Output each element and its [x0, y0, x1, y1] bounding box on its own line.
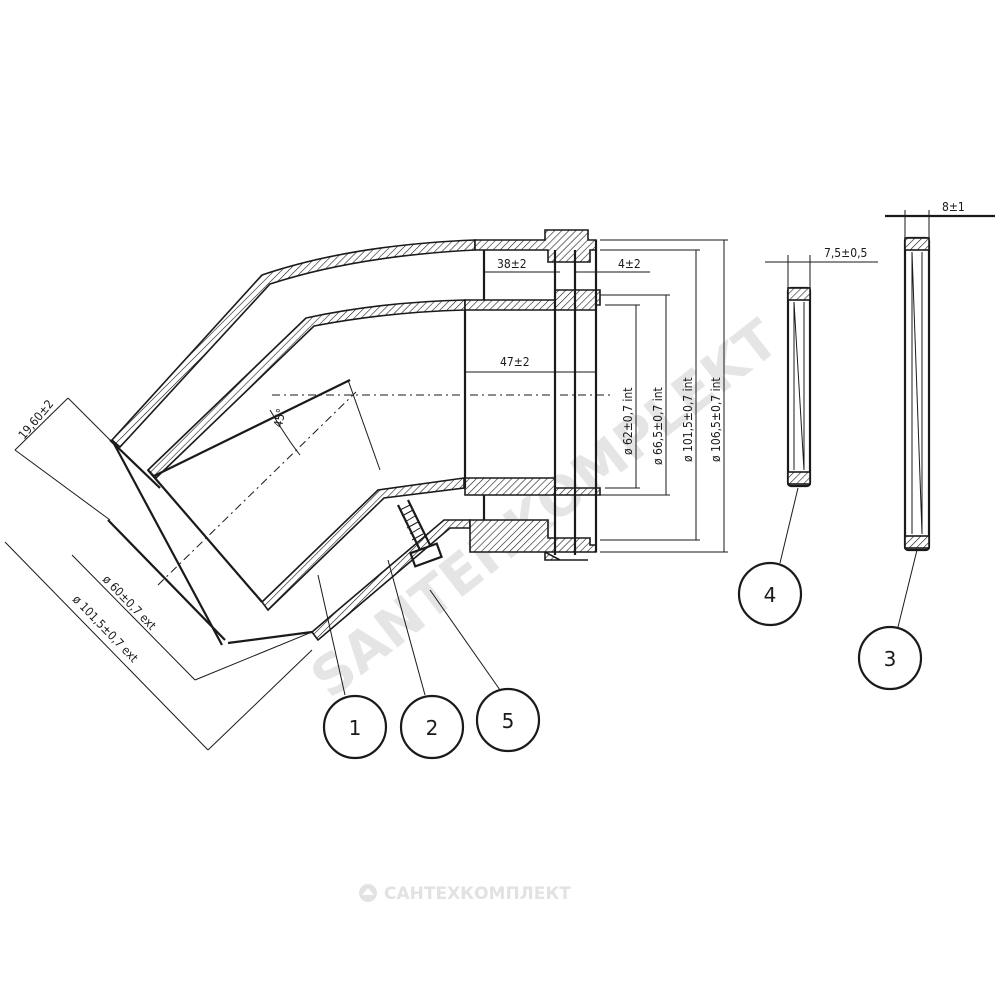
callout-3: 3 [857, 625, 923, 691]
callout-5: 5 [475, 687, 541, 753]
angle-label: 45° [271, 407, 288, 428]
part-5-fastener [397, 499, 443, 568]
leader-lines [317, 487, 918, 696]
socket-top [474, 229, 597, 263]
callout-1-label: 1 [349, 716, 362, 740]
seal-3-width-label: 8±1 [942, 200, 965, 214]
callout-2: 2 [399, 694, 465, 760]
socket-bottom [469, 519, 597, 561]
inner-wall [146, 299, 466, 480]
ring-width-label: 4±2 [618, 257, 641, 271]
seal-ring-4: 7,5±0,5 [765, 246, 878, 488]
callout-2-label: 2 [426, 716, 439, 740]
callout-1: 1 [322, 694, 388, 760]
seal-ring-3: 8±1 [885, 200, 995, 552]
callout-4: 4 [737, 561, 803, 627]
watermark-logo-icon [359, 884, 377, 902]
inner-diameter-1-label: ø 62±0,7 int [621, 388, 635, 455]
callout-3-label: 3 [884, 647, 897, 671]
offset-label: 19,60±2 [16, 397, 57, 442]
socket-depth-outer-label: 38±2 [497, 257, 527, 271]
watermark-footer: САНТЕХКОМПЛЕКТ [384, 884, 571, 904]
callout-4-label: 4 [764, 583, 777, 607]
inner-diameter-2-label: ø 66,5±0,7 int [651, 387, 665, 465]
inner-diameter-4-label: ø 106,5±0,7 int [709, 377, 723, 462]
socket-inner-top [464, 289, 601, 311]
socket-depth-inner-label: 47±2 [500, 355, 530, 369]
inner-diameter-3-label: ø 101,5±0,7 int [681, 377, 695, 462]
seal-4-width-label: 7,5±0,5 [824, 246, 867, 260]
center-lines [157, 391, 610, 586]
elbow-body [107, 229, 601, 646]
callout-5-label: 5 [502, 709, 515, 733]
